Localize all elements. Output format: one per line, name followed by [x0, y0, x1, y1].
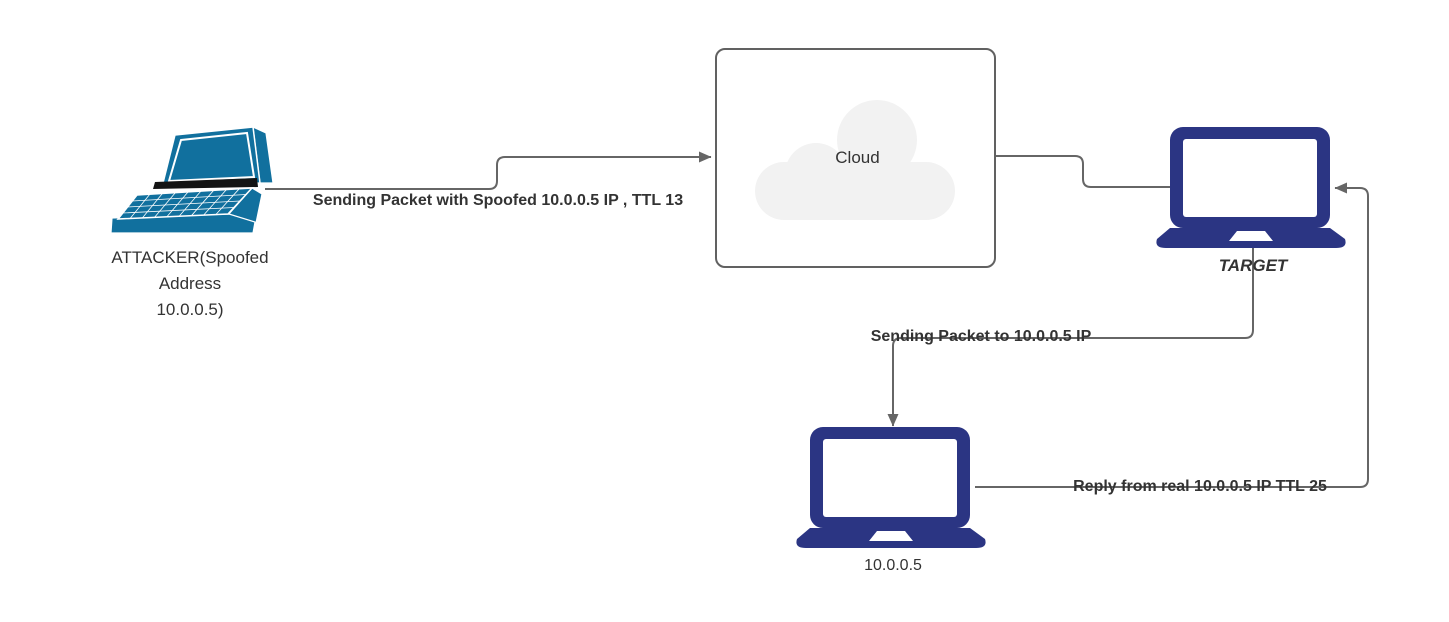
- target-node: [1155, 127, 1347, 248]
- attacker-label: ATTACKER(Spoofed Address 10.0.0.5): [90, 245, 290, 323]
- attacker-label-line: 10.0.0.5): [156, 300, 224, 319]
- laptop-screen: [161, 126, 261, 188]
- cloud-icon: [755, 100, 955, 220]
- laptop-notch: [869, 531, 913, 541]
- real-host-laptop-icon: [796, 427, 986, 548]
- edge-label-reply: Reply from real 10.0.0.5 IP TTL 25: [1073, 478, 1327, 495]
- real-host-node: [795, 427, 987, 548]
- target-laptop-icon: [1156, 127, 1346, 248]
- edge-attacker-to-cloud: [265, 151, 712, 190]
- cloud-label: Cloud: [835, 148, 880, 167]
- attacker-label-line: Address: [158, 274, 222, 293]
- edge-cloud-to-target: [996, 155, 1172, 188]
- cloud-base: [755, 162, 955, 220]
- attacker-label-line: ATTACKER(Spoofed: [111, 248, 269, 267]
- laptop-screen: [823, 439, 957, 517]
- real-host-label: 10.0.0.5: [864, 557, 922, 574]
- target-label: TARGET: [1218, 256, 1288, 275]
- attacker-node: [103, 126, 275, 236]
- edge-label-spoofed-packet: Sending Packet with Spoofed 10.0.0.5 IP …: [312, 192, 684, 209]
- attacker-laptop-3d-icon: [110, 126, 274, 234]
- laptop-screen: [1183, 139, 1317, 217]
- laptop-screen-frame: [167, 131, 256, 183]
- keyboard-grid-cols: [129, 188, 240, 219]
- cloud-puff: [837, 100, 917, 180]
- laptop-hinge: [153, 178, 258, 189]
- laptop-notch: [1229, 231, 1273, 241]
- cloud-node: Cloud: [715, 48, 996, 268]
- keyboard-grid-rows: [122, 194, 247, 214]
- edge-label-send-to-real: Sending Packet to 10.0.0.5 IP: [870, 328, 1092, 345]
